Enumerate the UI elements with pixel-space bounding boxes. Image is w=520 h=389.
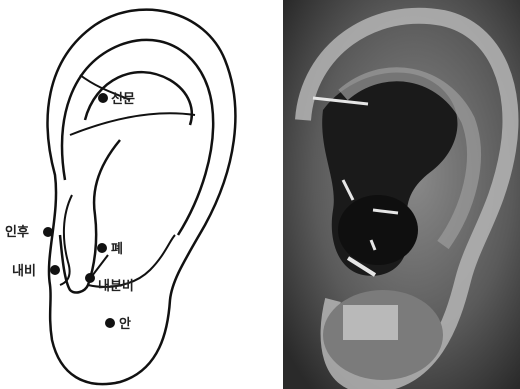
point-an-dot — [105, 318, 115, 328]
ear-acupoint-diagram: 신문 인후 폐 내비 내분비 안 — [0, 0, 280, 389]
point-sinmun-dot — [98, 93, 108, 103]
point-naebunbi-dot — [85, 273, 95, 283]
point-pye-label: 폐 — [111, 242, 123, 257]
ear-antihelix — [62, 40, 213, 235]
point-naebi-dot — [50, 265, 60, 275]
ear-helix-outline — [48, 10, 236, 384]
point-naebunbi-label: 내분비 — [98, 278, 134, 294]
point-sinmun-label: 신문 — [111, 92, 135, 107]
point-inhu-label: 인후 — [5, 224, 29, 240]
point-naebi-label: 내비 — [12, 263, 36, 279]
point-an-label: 안 — [119, 316, 131, 332]
ear-tragus — [60, 195, 72, 285]
point-pye-dot — [97, 243, 107, 253]
ear-crus — [70, 113, 195, 135]
point-inhu-dot — [43, 227, 53, 237]
ear-acupuncture-photo — [283, 0, 520, 389]
